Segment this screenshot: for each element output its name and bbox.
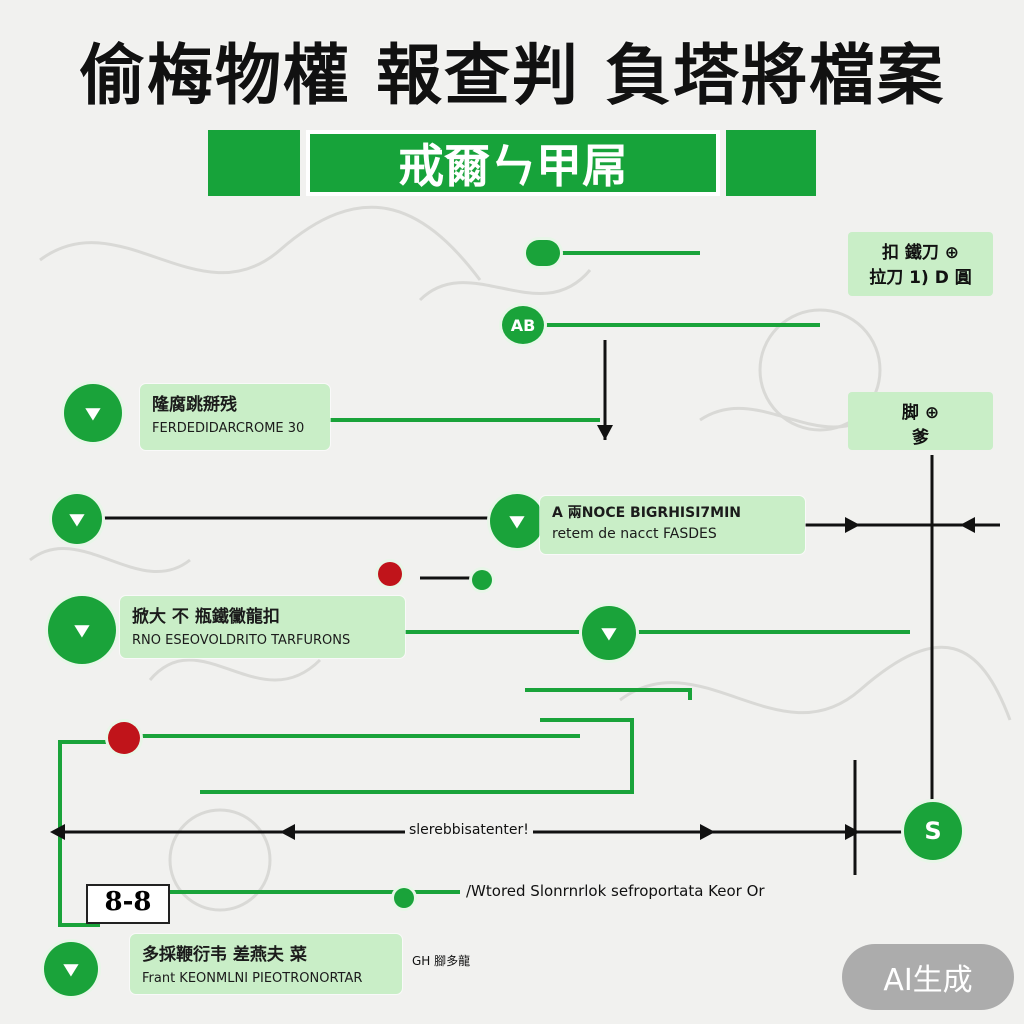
stage-2-subtitle: retem de nacct FASDES [552, 526, 717, 542]
red-marker-1[interactable] [378, 562, 402, 586]
stage-3-icon: ▼ [74, 620, 90, 640]
mid-line-label: slerebbisatenter! [405, 822, 533, 838]
top-start-node[interactable] [526, 240, 560, 266]
banner-left-block [208, 130, 300, 196]
stage-2-start-node[interactable]: ▼ [52, 494, 102, 544]
stage-4-title: 多採鞭衍韦 差燕夫 菜 [142, 945, 307, 965]
subtitle-banner: 戒爾ㄣ甲屌 [306, 130, 720, 196]
stage-1-card[interactable]: 隆腐跳掰残 FERDEDIDARCROME 30 [140, 384, 330, 450]
top-branch-node[interactable]: AB [502, 306, 544, 344]
stage-3-title: 掀大 不 瓶鐵黴龍扣 [132, 607, 280, 627]
stage-2-start-icon: ▼ [69, 509, 85, 529]
bottom-line-label: /Wtored Slonrnrlok sefroportata Keor Or [466, 882, 765, 900]
stage-2-title: A 兩NOCE BIGRHISI7MIN [552, 505, 742, 521]
page-title: 偷梅物權 報查判 負塔將檔案 [79, 36, 945, 114]
stage-1-subtitle: FERDEDIDARCROME 30 [152, 421, 305, 436]
stage-4-subtitle: Frant KEONMLNI PIEOTRONORTAR [142, 971, 363, 986]
code-box: 8-8 [86, 884, 170, 924]
top-right-box-line1: 扣 鐵刀 ⊕ [881, 243, 960, 263]
red-marker-2[interactable] [108, 722, 140, 754]
stage-3-right-icon: ▼ [601, 623, 617, 643]
stage-1-icon: ▼ [85, 403, 101, 423]
stage-1-title: 隆腐跳掰残 [152, 395, 237, 415]
mid-right-box-line2: 爹 [912, 428, 929, 448]
stage-4-icon: ▼ [63, 959, 79, 979]
mid-right-box: 脚 ⊕ 爹 [848, 392, 993, 450]
top-right-box: 扣 鐵刀 ⊕ 拉刀 1) D 圓 [848, 232, 993, 296]
banner-right-block [726, 130, 816, 196]
stage-3-card[interactable]: 掀大 不 瓶鐵黴龍扣 RNO ESEOVOLDRITO TARFURONS [120, 596, 405, 658]
stage-3-subtitle: RNO ESEOVOLDRITO TARFURONS [132, 633, 351, 648]
small-bottom-label: GH 腳多龍 [412, 954, 471, 968]
small-node-2[interactable] [394, 888, 414, 908]
stage-4-card[interactable]: 多採鞭衍韦 差燕夫 菜 Frant KEONMLNI PIEOTRONORTAR [130, 934, 402, 994]
stage-3-node[interactable]: ▼ [48, 596, 116, 664]
stage-1-node[interactable]: ▼ [64, 384, 122, 442]
small-node-1[interactable] [472, 570, 492, 590]
stage-4-node[interactable]: ▼ [44, 942, 98, 996]
ai-generated-watermark: AI生成 [842, 944, 1014, 1010]
end-node[interactable]: S [904, 802, 962, 860]
stage-3-right-node[interactable]: ▼ [582, 606, 636, 660]
top-right-box-line2: 拉刀 1) D 圓 [869, 268, 972, 288]
mid-right-box-line1: 脚 ⊕ [901, 403, 940, 423]
top-branch-node-label: AB [510, 315, 536, 335]
end-node-label: S [924, 817, 942, 845]
stage-2-card[interactable]: A 兩NOCE BIGRHISI7MIN retem de nacct FASD… [540, 496, 805, 554]
stage-2-icon: ▼ [509, 511, 525, 531]
stage-2-node[interactable]: ▼ [490, 494, 544, 548]
